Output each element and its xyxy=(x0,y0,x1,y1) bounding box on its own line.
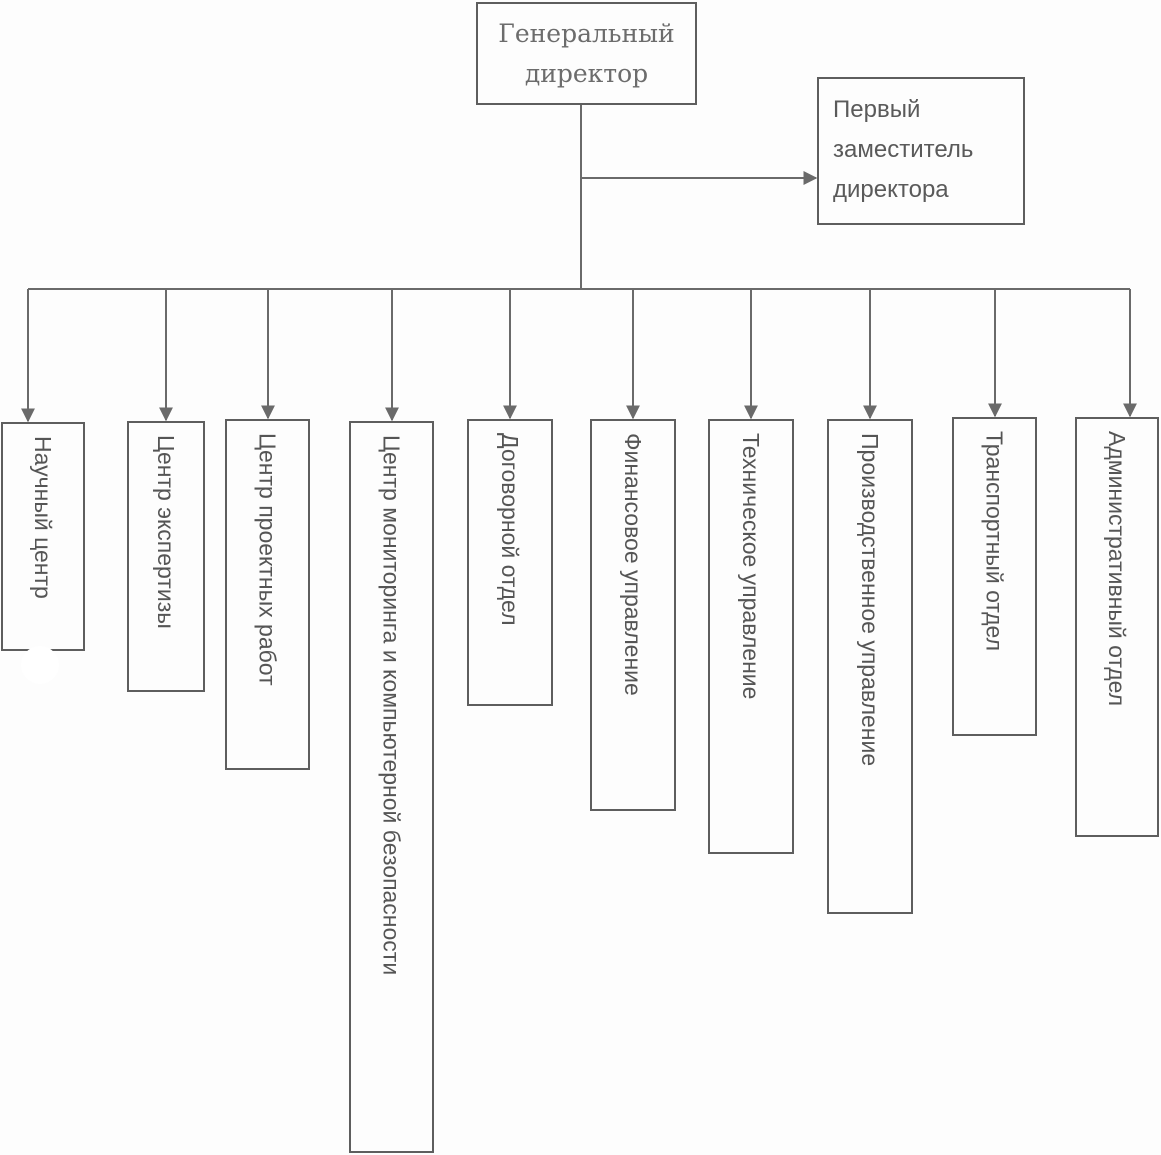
unit-label: Договорной отдел xyxy=(497,433,523,626)
unit-box-technical-management: Техническое управление xyxy=(708,419,794,854)
unit-box-monitoring-security-center: Центр мониторинга и компьютерной безопас… xyxy=(349,421,434,1153)
unit-label: Центр экспертизы xyxy=(153,435,179,629)
unit-label: Научный центр xyxy=(30,436,56,599)
general-director-line-1: Генеральный xyxy=(498,19,675,48)
unit-label: Производственное управление xyxy=(857,433,883,767)
first-deputy-line-3: директора xyxy=(833,176,949,203)
first-deputy-line-1: Первый xyxy=(833,96,921,123)
unit-connectors xyxy=(21,289,1137,423)
first-deputy-box: Первый заместитель директора xyxy=(817,77,1025,225)
paper-blemish xyxy=(21,646,59,684)
unit-box-finance-management: Финансовое управление xyxy=(590,419,676,811)
unit-box-transport-department: Транспортный отдел xyxy=(952,417,1037,736)
unit-label: Центр проектных работ xyxy=(254,433,281,686)
unit-box-production-management: Производственное управление xyxy=(827,419,913,914)
first-deputy-line-2: заместитель xyxy=(833,136,974,163)
unit-label: Техническое управление xyxy=(738,433,764,700)
unit-box-contract-department: Договорной отдел xyxy=(467,419,553,706)
unit-label: Финансовое управление xyxy=(620,433,646,696)
unit-box-administrative-department: Административный отдел xyxy=(1075,417,1159,837)
unit-box-expertise-center: Центр экспертизы xyxy=(127,421,205,692)
unit-label: Транспортный отдел xyxy=(981,431,1008,652)
unit-label: Центр мониторинга и компьютерной безопас… xyxy=(378,435,405,976)
unit-box-science-center: Научный центр xyxy=(1,422,85,651)
general-director-line-2: директор xyxy=(524,59,649,88)
general-director-box: Генеральный директор xyxy=(476,2,697,105)
unit-label: Административный отдел xyxy=(1104,431,1130,707)
unit-box-project-works-center: Центр проектных работ xyxy=(225,419,310,770)
